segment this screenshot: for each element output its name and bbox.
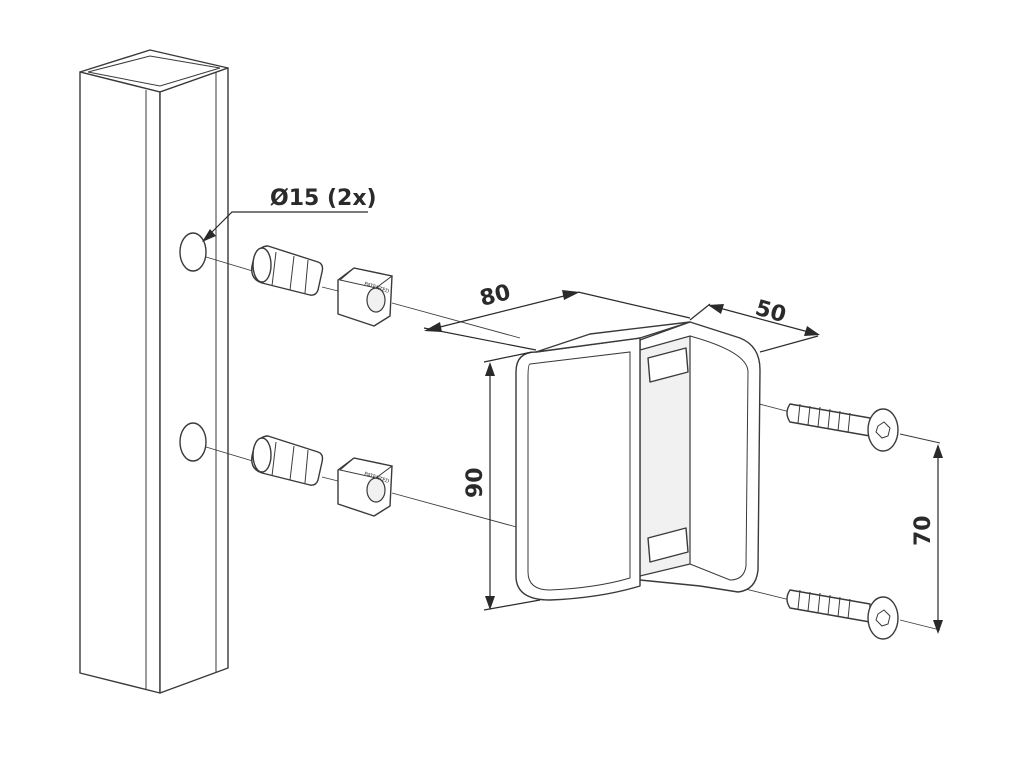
hole-spec-label: Ø15 (2x) (270, 186, 377, 211)
square-post (79, 49, 229, 694)
screw-lower (786, 589, 899, 640)
square-insert-lower: PATENTED (337, 457, 394, 517)
latch-handle-body (515, 321, 761, 601)
height-dimension-label: 90 (463, 467, 488, 498)
square-insert-upper: PATENTED (337, 267, 394, 327)
width-dimension-label: 80 (477, 280, 513, 312)
screw-spacing-dimension: 70 (911, 444, 943, 634)
expansion-sleeve-lower (251, 435, 324, 486)
screw-spacing-label: 70 (911, 515, 936, 546)
hole-dimension: Ø15 (2x) (202, 186, 377, 242)
post-hole-lower (179, 422, 207, 462)
expansion-sleeve-upper (251, 245, 324, 296)
depth-dimension-label: 50 (752, 296, 788, 328)
screw-upper (786, 403, 899, 452)
width-dimension: 80 (423, 280, 691, 351)
post-hole-upper (179, 232, 207, 272)
height-dimension: 90 (463, 351, 541, 611)
